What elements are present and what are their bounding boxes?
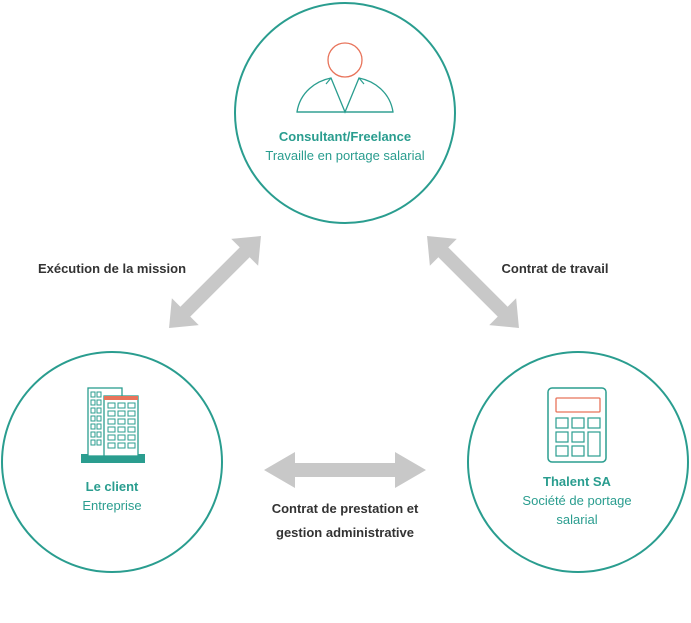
- client-title: Le client: [85, 479, 139, 494]
- arrow-consultant-thalent: [427, 236, 519, 328]
- building-window: [90, 407, 96, 414]
- edge-label-prestation-line1: Contrat de prestation et: [271, 501, 419, 516]
- client-node-circle: [1, 351, 223, 573]
- building-window: [107, 410, 116, 417]
- building-window: [96, 391, 102, 398]
- thalent-node-label: Thalent SA Société de portage salarial: [497, 472, 657, 529]
- building-window: [127, 434, 136, 441]
- building-window: [117, 410, 126, 417]
- building-window: [127, 402, 136, 409]
- building-window: [96, 399, 102, 406]
- arrow-client-thalent: [264, 452, 426, 488]
- thalent-subtitle-line2: salarial: [556, 512, 598, 527]
- edge-label-contrat-travail: Contrat de travail: [501, 261, 609, 276]
- calculator-key-tall: [587, 431, 601, 457]
- edge-label-mission: Exécution de la mission: [37, 261, 187, 276]
- building-window: [90, 391, 96, 398]
- building-window: [90, 423, 96, 430]
- building-window: [96, 407, 102, 414]
- building-window: [90, 399, 96, 406]
- building-window: [96, 415, 102, 422]
- consultant-subtitle: Travaille en portage salarial: [265, 148, 425, 163]
- building-window: [127, 418, 136, 425]
- building-window: [117, 418, 126, 425]
- building-window: [127, 442, 136, 449]
- building-window: [117, 442, 126, 449]
- building-window: [96, 431, 102, 438]
- consultant-node-circle: [234, 2, 456, 224]
- building-window: [127, 410, 136, 417]
- consultant-title: Consultant/Freelance: [278, 129, 412, 144]
- person-icon: [296, 42, 394, 114]
- building-window: [90, 439, 96, 446]
- client-subtitle: Entreprise: [82, 498, 142, 513]
- client-node-label: Le client Entreprise: [32, 477, 192, 515]
- calculator-key: [555, 417, 569, 429]
- building-window: [117, 426, 126, 433]
- calculator-key: [587, 417, 601, 429]
- thalent-node-circle: [467, 351, 689, 573]
- building-window: [90, 415, 96, 422]
- calculator-icon: [547, 387, 607, 463]
- calculator-key: [571, 445, 585, 457]
- building-window: [107, 426, 116, 433]
- building-window: [90, 431, 96, 438]
- building-window: [96, 439, 102, 446]
- thalent-subtitle-line1: Société de portage: [522, 493, 632, 508]
- building-window: [107, 418, 116, 425]
- building-window: [107, 434, 116, 441]
- calculator-key: [555, 431, 569, 443]
- building-window: [117, 402, 126, 409]
- building-window: [96, 423, 102, 430]
- calculator-key: [571, 431, 585, 443]
- building-window: [107, 402, 116, 409]
- calculator-key: [571, 417, 585, 429]
- thalent-title: Thalent SA: [543, 474, 611, 489]
- edge-label-prestation-line2: gestion administrative: [276, 525, 414, 540]
- consultant-node-label: Consultant/Freelance Travaille en portag…: [245, 127, 445, 165]
- building-window: [117, 434, 126, 441]
- arrow-consultant-client: [169, 236, 261, 328]
- calculator-key: [555, 445, 569, 457]
- edge-label-prestation: Contrat de prestation et gestion adminis…: [245, 497, 445, 545]
- building-icon: [81, 387, 145, 463]
- building-window: [107, 442, 116, 449]
- building-window: [127, 426, 136, 433]
